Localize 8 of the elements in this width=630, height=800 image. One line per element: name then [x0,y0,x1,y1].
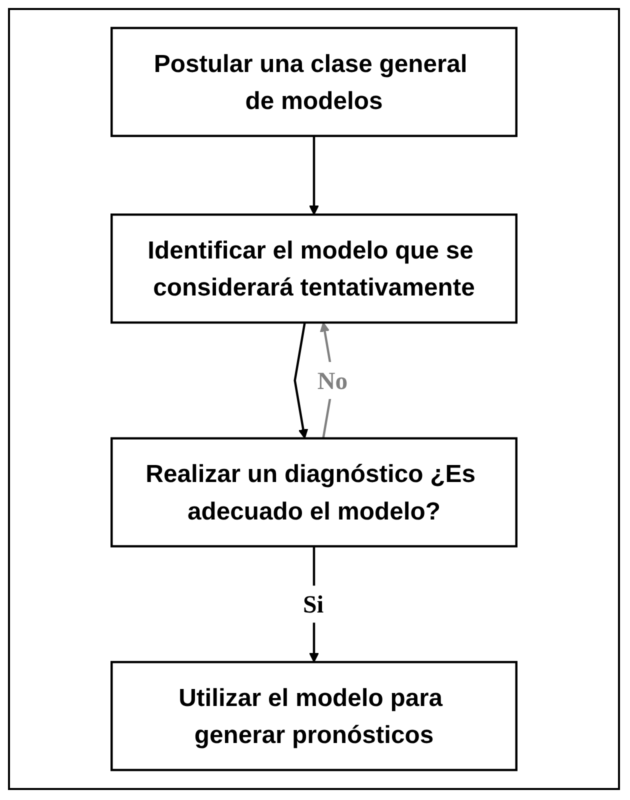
node-box: Identificar el modelo que se considerará tentativamente [110,214,518,324]
arrow [309,136,319,216]
node-box: Realizar un diagnóstico ¿Es adecuado el modelo? [110,437,518,548]
arrow [294,322,308,439]
node-box: Utilizar el modelo para generar pronósticos [110,660,518,772]
edge-label: No [317,366,348,395]
node-box: Postular una clase general de modelos [110,26,518,138]
edge-label: Si [303,590,324,618]
